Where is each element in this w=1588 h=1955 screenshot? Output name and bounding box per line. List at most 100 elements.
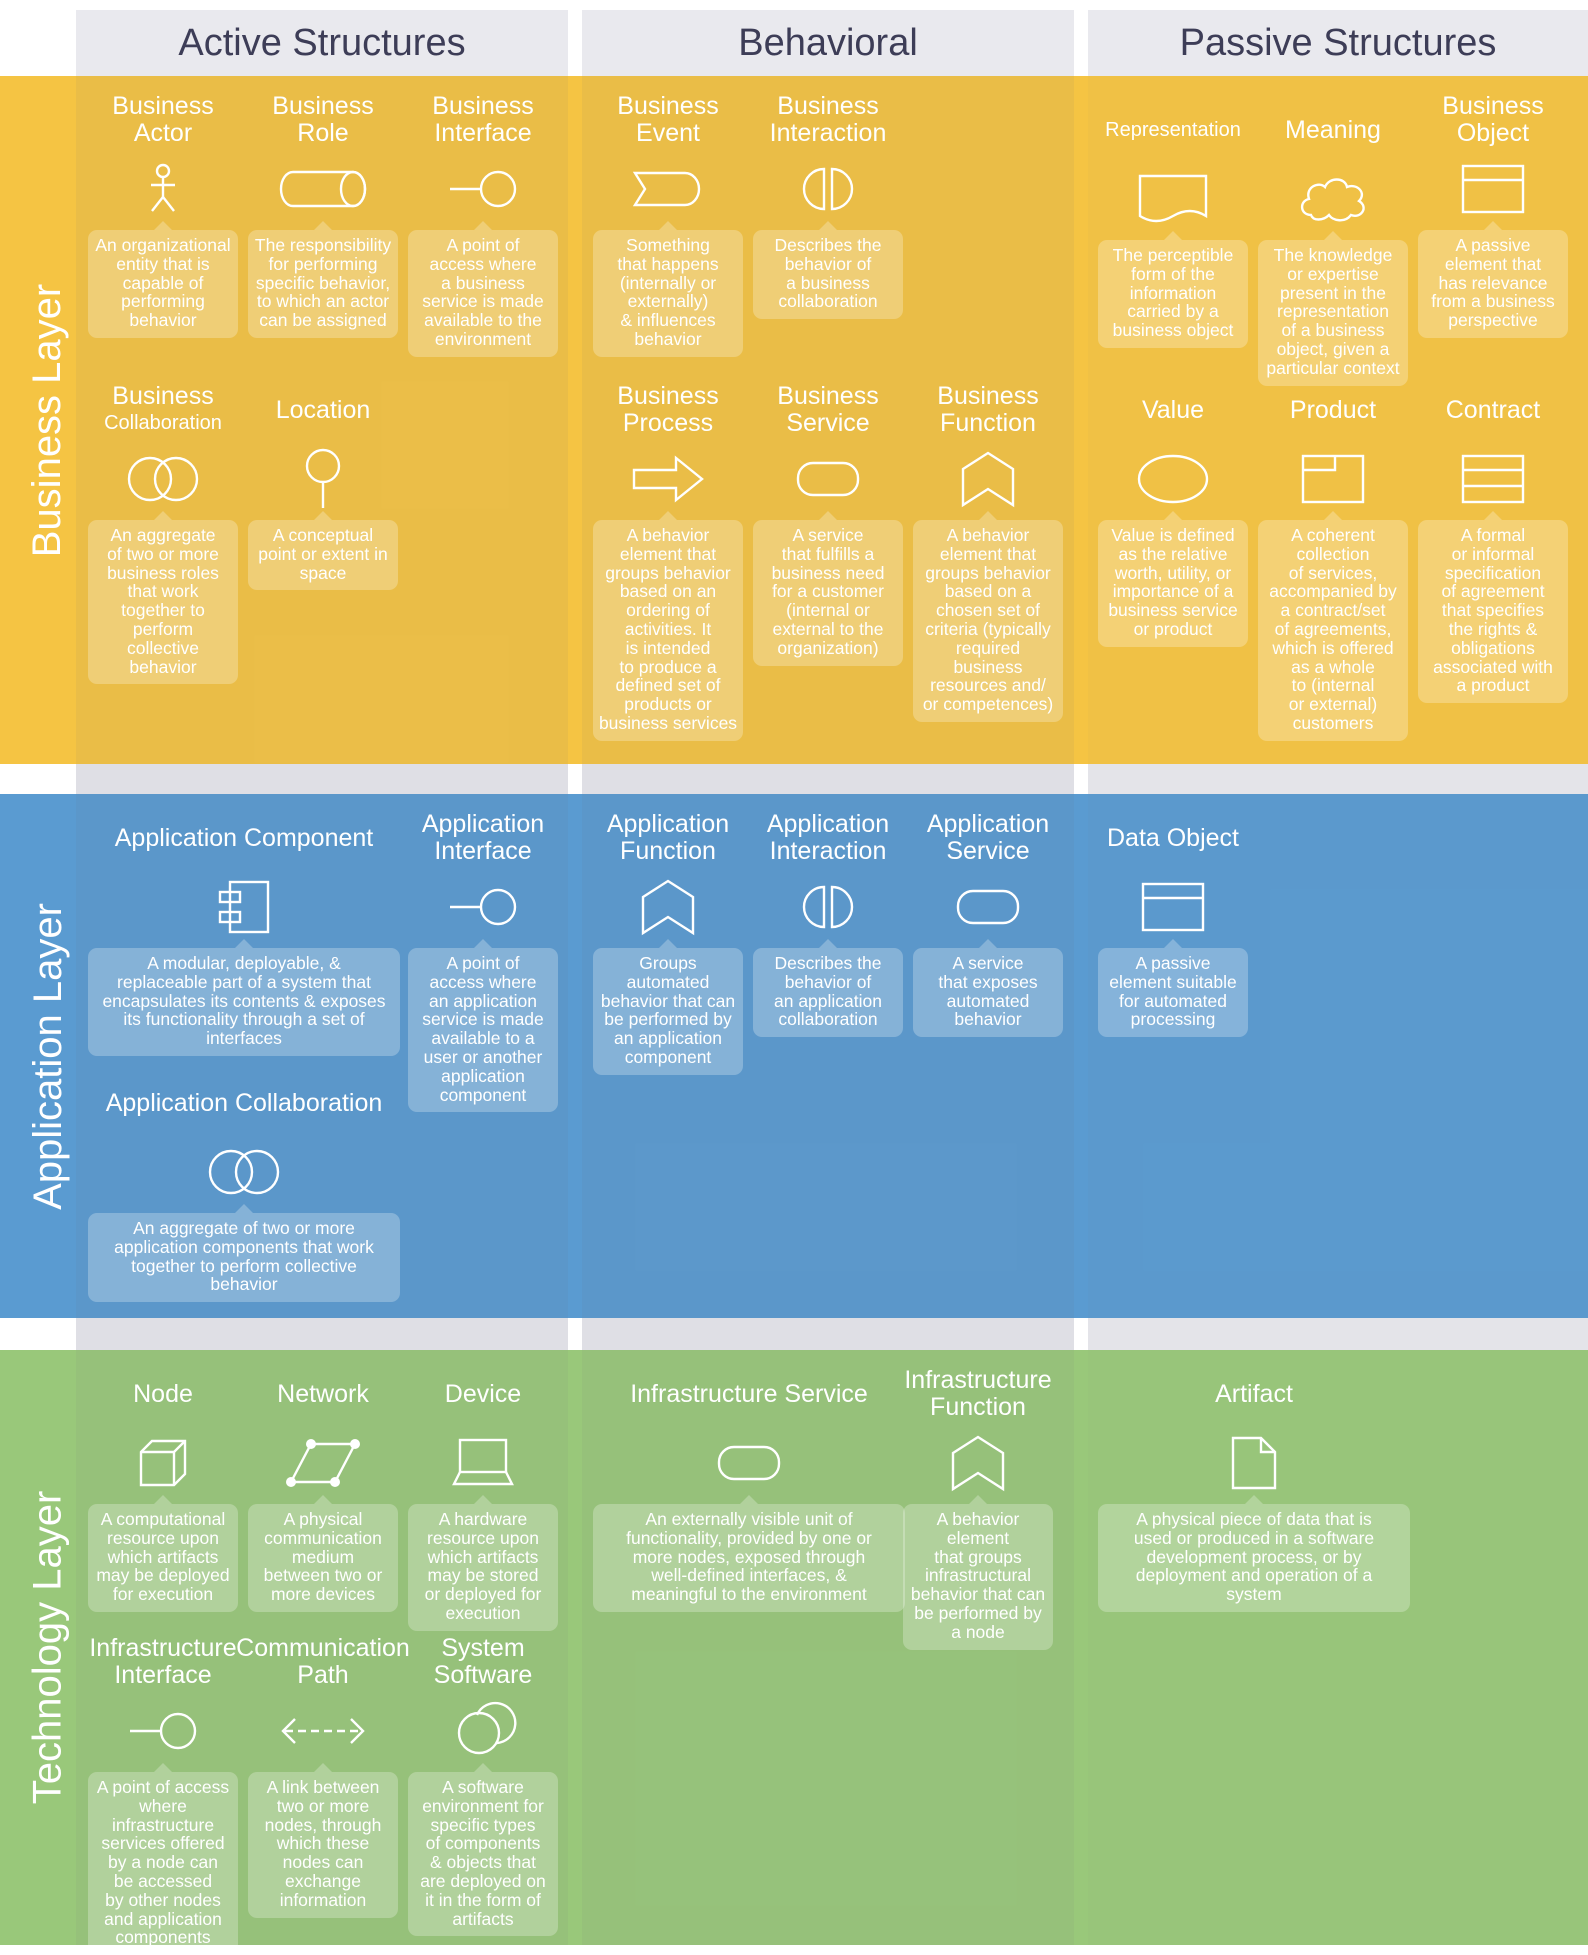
element-title-line: Function (930, 1393, 1026, 1421)
element-title-line: Business (432, 92, 534, 120)
function-icon (903, 1422, 1053, 1504)
description-line: business service (1108, 600, 1238, 621)
description-line: access where (429, 971, 537, 992)
description-line: Describes the (774, 953, 882, 973)
description-line: behavior that can (910, 1584, 1046, 1605)
description-line: access where (429, 253, 537, 274)
description-line: that exposes (938, 971, 1038, 992)
description-line: collaboration (778, 1009, 878, 1030)
description-line: user or another (423, 1046, 543, 1067)
description-line: of components (425, 1833, 541, 1854)
description-line: where infrastructure (111, 1795, 215, 1835)
element-title-line: Infrastructure Service (630, 1379, 868, 1408)
element-application-collaboration[interactable]: Application Collaboration An aggregate o… (88, 1075, 400, 1303)
element-infrastructure-service[interactable]: Infrastructure Service An externally vis… (593, 1366, 905, 1612)
object-icon (1098, 866, 1248, 948)
description-line: environment (434, 328, 532, 349)
description-line: perform (132, 618, 194, 639)
description-line: A point of (446, 953, 520, 973)
description-line: Something (626, 235, 710, 255)
description-line: by other nodes (105, 1889, 221, 1910)
element-artifact[interactable]: Artifact A physical piece of data that i… (1098, 1366, 1410, 1612)
element-title-line: Product (1289, 395, 1377, 424)
description-line: available to a (431, 1028, 535, 1049)
element-title-line: Application (766, 810, 890, 838)
description-line: importance of a (1112, 581, 1234, 602)
description-line: available to the (424, 310, 542, 331)
contract-icon (1418, 438, 1568, 520)
location-pin-icon (248, 438, 398, 520)
element-title-line: Business (112, 92, 214, 120)
description-line: information (1129, 282, 1217, 303)
element-title-line: Function (940, 409, 1036, 437)
element-title: Product (1258, 382, 1408, 438)
description-line: specific types (430, 1814, 536, 1835)
description-line: or external) (1288, 694, 1378, 715)
description-line: service is made (422, 1009, 544, 1030)
value-ellipse-icon (1098, 438, 1248, 520)
description-line: for execution (112, 1584, 214, 1605)
description-line: present in the (1279, 282, 1387, 303)
description-line: object, given a (1276, 338, 1390, 359)
description-line: resources and/ (930, 675, 1046, 696)
element-title-line: Business (112, 382, 214, 410)
description-line: from a business (1431, 291, 1555, 312)
description-line: behavior (634, 328, 702, 349)
description-line: or competences) (922, 694, 1054, 715)
description-line: a business (441, 272, 525, 293)
description-line: automated (626, 971, 710, 992)
service-icon (593, 1422, 905, 1504)
description-line: ordering of (626, 600, 710, 621)
description-line: (internal or (786, 600, 870, 621)
description-line: entity that is (116, 253, 210, 274)
element-title-line: Business (1442, 92, 1544, 120)
description-line: activities. It (624, 618, 712, 639)
description-line: An organizational (95, 235, 231, 255)
interface-icon (408, 866, 558, 948)
description-line: to produce a (619, 656, 717, 677)
description-line: accompanied by (1269, 581, 1397, 602)
element-title-line: Application (926, 810, 1050, 838)
element-application-component[interactable]: Application Component A modular, deploya… (88, 810, 400, 1056)
